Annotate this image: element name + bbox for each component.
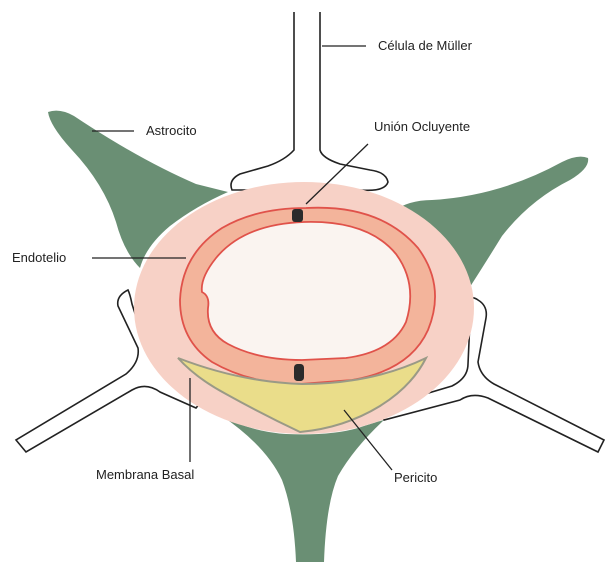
label-endothelium: Endotelio: [12, 250, 66, 265]
label-basal-membrane: Membrana Basal: [96, 467, 194, 482]
tight-junction-bottom: [294, 364, 304, 381]
astrocyte-bottom: [222, 416, 384, 562]
label-muller-cell: Célula de Müller: [378, 38, 473, 53]
muller-cell-top: [231, 12, 388, 190]
label-tight-junction: Unión Ocluyente: [374, 119, 470, 134]
tight-junction-top: [292, 209, 303, 222]
vessel-lumen: [202, 222, 410, 360]
label-astrocyte: Astrocito: [146, 123, 197, 138]
label-pericyte: Pericito: [394, 470, 437, 485]
